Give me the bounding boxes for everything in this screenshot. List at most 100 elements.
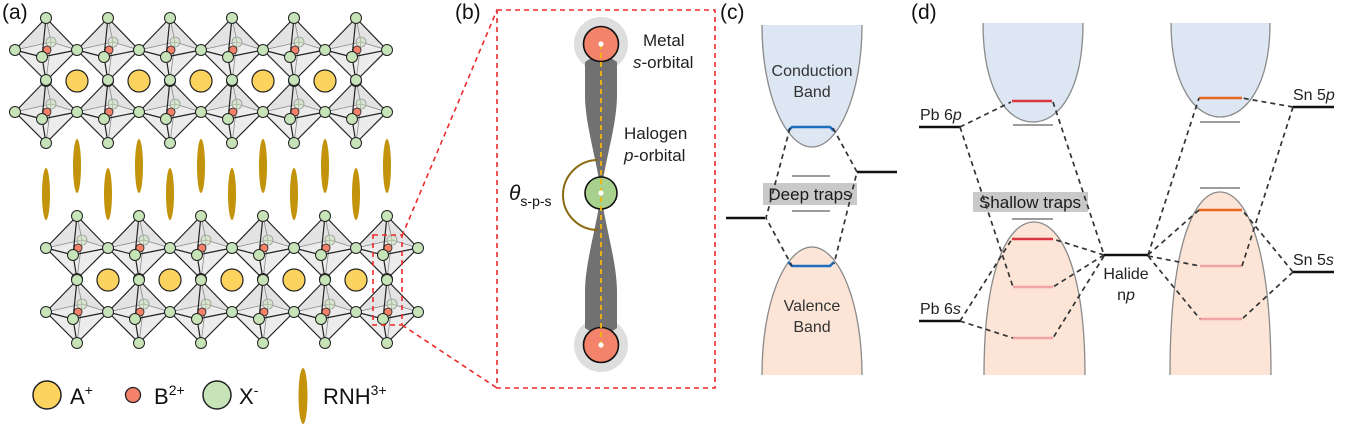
- octahedron-edge: [45, 279, 78, 313]
- octahedron-face: [104, 50, 139, 81]
- x-anion: [40, 137, 52, 149]
- x-anion: [319, 337, 331, 349]
- orbital-suffix: -orbital: [642, 53, 694, 72]
- organic-spacer-cation: [321, 139, 329, 193]
- octahedron-face: [46, 216, 82, 248]
- orbital-suffix: -orbital: [633, 146, 685, 165]
- octahedron-edge: [200, 215, 233, 249]
- octahedron-edge: [293, 215, 326, 249]
- x-anion-front: [129, 313, 141, 325]
- octahedron-face: [290, 112, 325, 143]
- band-edge: [983, 221, 1086, 376]
- octahedron-edge: [76, 311, 109, 344]
- octahedron: [293, 279, 357, 344]
- x-anion-front: [253, 313, 265, 325]
- x-anion: [40, 242, 52, 254]
- x-anion-front: [315, 313, 327, 325]
- octahedron: [200, 79, 264, 144]
- zoom-box: [496, 9, 716, 389]
- x-anion: [133, 210, 145, 222]
- octahedron-edge: [231, 17, 264, 51]
- legend-item-organic-spacer: RNH3+: [298, 368, 387, 424]
- orbital-correlation-line: [1241, 209, 1294, 273]
- x-anion: [257, 210, 269, 222]
- x-anion-back: [107, 98, 119, 110]
- nucleus-dot: [598, 41, 604, 47]
- octahedron-edge: [231, 279, 264, 313]
- octahedron-face: [228, 50, 263, 81]
- x-anion-back: [262, 298, 274, 310]
- octahedron-edge: [293, 17, 326, 51]
- x-anion: [40, 12, 52, 24]
- x-anion: [288, 137, 300, 149]
- octahedron-face: [352, 112, 387, 143]
- octahedron: [45, 279, 109, 344]
- x-anion-front: [98, 51, 110, 63]
- octahedron-edge: [169, 79, 202, 113]
- orbital-correlation-line: [959, 126, 1014, 288]
- pb-6s-label: Pb 6s: [920, 301, 961, 318]
- octahedron: [76, 79, 140, 144]
- x-anion-front: [36, 113, 48, 125]
- x-anion: [257, 274, 269, 286]
- band-fill: [1171, 23, 1270, 117]
- conduction-band-edge: [761, 24, 863, 148]
- octahedron-face: [352, 50, 387, 81]
- octahedron-edge: [138, 17, 171, 51]
- orbital-correlation-line: [959, 320, 1014, 339]
- octahedron: [14, 17, 78, 82]
- a-cation: [220, 268, 244, 292]
- legend-item-a-cation: A+: [32, 380, 93, 410]
- octahedron-face: [46, 280, 82, 312]
- octahedron-back-edge: [293, 239, 331, 249]
- octahedron-edge: [355, 111, 388, 144]
- valence-band: Valence Band: [761, 246, 863, 376]
- x-anion-back: [138, 298, 150, 310]
- octahedron: [138, 79, 202, 144]
- x-anion: [288, 306, 300, 318]
- a-cation: [344, 268, 368, 292]
- octahedron-back-edge: [231, 239, 269, 249]
- legend: A+ B2+ X- RNH3+: [32, 368, 387, 424]
- octahedron-back-edge: [76, 103, 114, 113]
- theta-symbol: θ: [509, 182, 521, 205]
- octahedron-edge: [200, 311, 233, 344]
- conduction-band-label-line2: Band: [793, 84, 830, 101]
- octahedron-edge: [293, 111, 326, 144]
- octahedron: [169, 215, 233, 280]
- legend-charge: -: [254, 382, 259, 398]
- bond-angle-label: θs-p-s: [509, 182, 552, 209]
- octahedron-back-edge: [76, 41, 114, 51]
- x-anion-back: [45, 36, 57, 48]
- octahedron-edge: [200, 17, 233, 51]
- octahedron-edge: [45, 311, 78, 344]
- octahedron-back-edge: [169, 239, 207, 249]
- legend-charge: 3+: [371, 382, 387, 398]
- organic-spacer-cation: [228, 168, 236, 220]
- octahedron: [169, 279, 233, 344]
- octahedron-back-edge: [200, 103, 238, 113]
- octahedron-edge: [355, 79, 388, 113]
- octahedron-edge: [107, 49, 140, 82]
- orbital-prefix: Pb 6: [920, 107, 953, 124]
- valence-band-label-line2: Band: [793, 319, 830, 336]
- x-anion: [381, 44, 393, 56]
- x-anion: [350, 137, 362, 149]
- x-anion: [71, 337, 83, 349]
- octahedron-edge: [76, 247, 109, 280]
- x-anion-back: [262, 234, 274, 246]
- conduction-band-label-line1: Conduction: [772, 63, 853, 80]
- orbital-prefix: Sn 5: [1293, 87, 1326, 104]
- orbital-prefix: Pb 6: [920, 301, 953, 318]
- organic-spacer-swatch-icon: [298, 368, 308, 424]
- pb-valence-band: [983, 221, 1086, 376]
- x-anion-front: [191, 313, 203, 325]
- octahedron-edge: [107, 111, 140, 144]
- x-anion-back: [76, 298, 88, 310]
- organic-spacer-cation: [104, 168, 112, 220]
- orbital-correlation-line: [1147, 97, 1200, 256]
- octahedron-back-edge: [45, 239, 83, 249]
- orbital-correlation-line: [1241, 106, 1294, 267]
- octahedron-back-edge: [200, 41, 238, 51]
- x-anion-front: [284, 51, 296, 63]
